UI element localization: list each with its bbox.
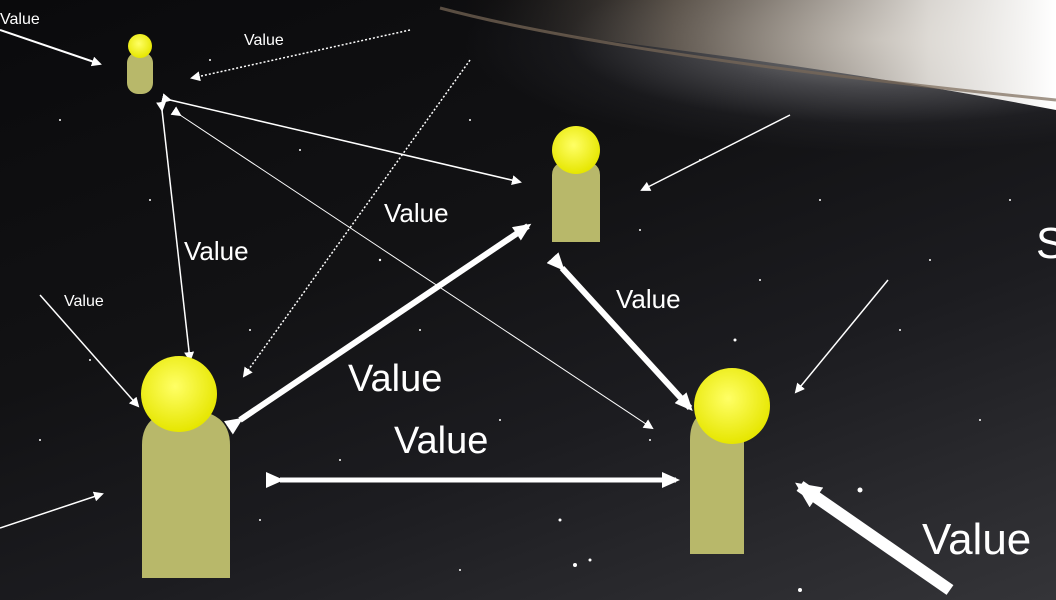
- arrow-dotted-top: [190, 29, 411, 82]
- label-small-left: Value: [64, 293, 104, 310]
- label-top-left-in: Value: [0, 11, 40, 28]
- label-vertical-left: Value: [184, 236, 249, 266]
- label-right-mid: Value: [616, 284, 681, 314]
- galaxy-dust-lane: [439, 6, 1056, 102]
- label-diagonal-big: Value: [348, 358, 443, 400]
- label-right-edge-partial: S: [1036, 219, 1056, 268]
- arrow-in-mid-figure: [640, 114, 791, 191]
- person-large-figure: [141, 356, 230, 578]
- person-mid-figure: [552, 126, 600, 242]
- label-top-dotted: Value: [244, 32, 284, 49]
- arrow-in-right-figure-large: [795, 481, 954, 595]
- person-small-figure: [127, 34, 153, 94]
- label-mid-upper: Value: [384, 198, 449, 228]
- arrow-in-big-figure-upper: [39, 294, 140, 408]
- galaxy-band: [420, 0, 1056, 110]
- label-bottom-horizontal: Value: [394, 420, 489, 462]
- arrow-in-big-figure-lower: [0, 491, 104, 529]
- label-bottom-right-big: Value: [922, 515, 1032, 564]
- arrow-big-mid: [223, 223, 532, 435]
- arrow-in-right-figure-upper: [794, 279, 889, 394]
- arrow-in-top-figure: [0, 29, 102, 67]
- arrow-mid-right: [546, 252, 693, 411]
- person-right-figure: [690, 368, 770, 554]
